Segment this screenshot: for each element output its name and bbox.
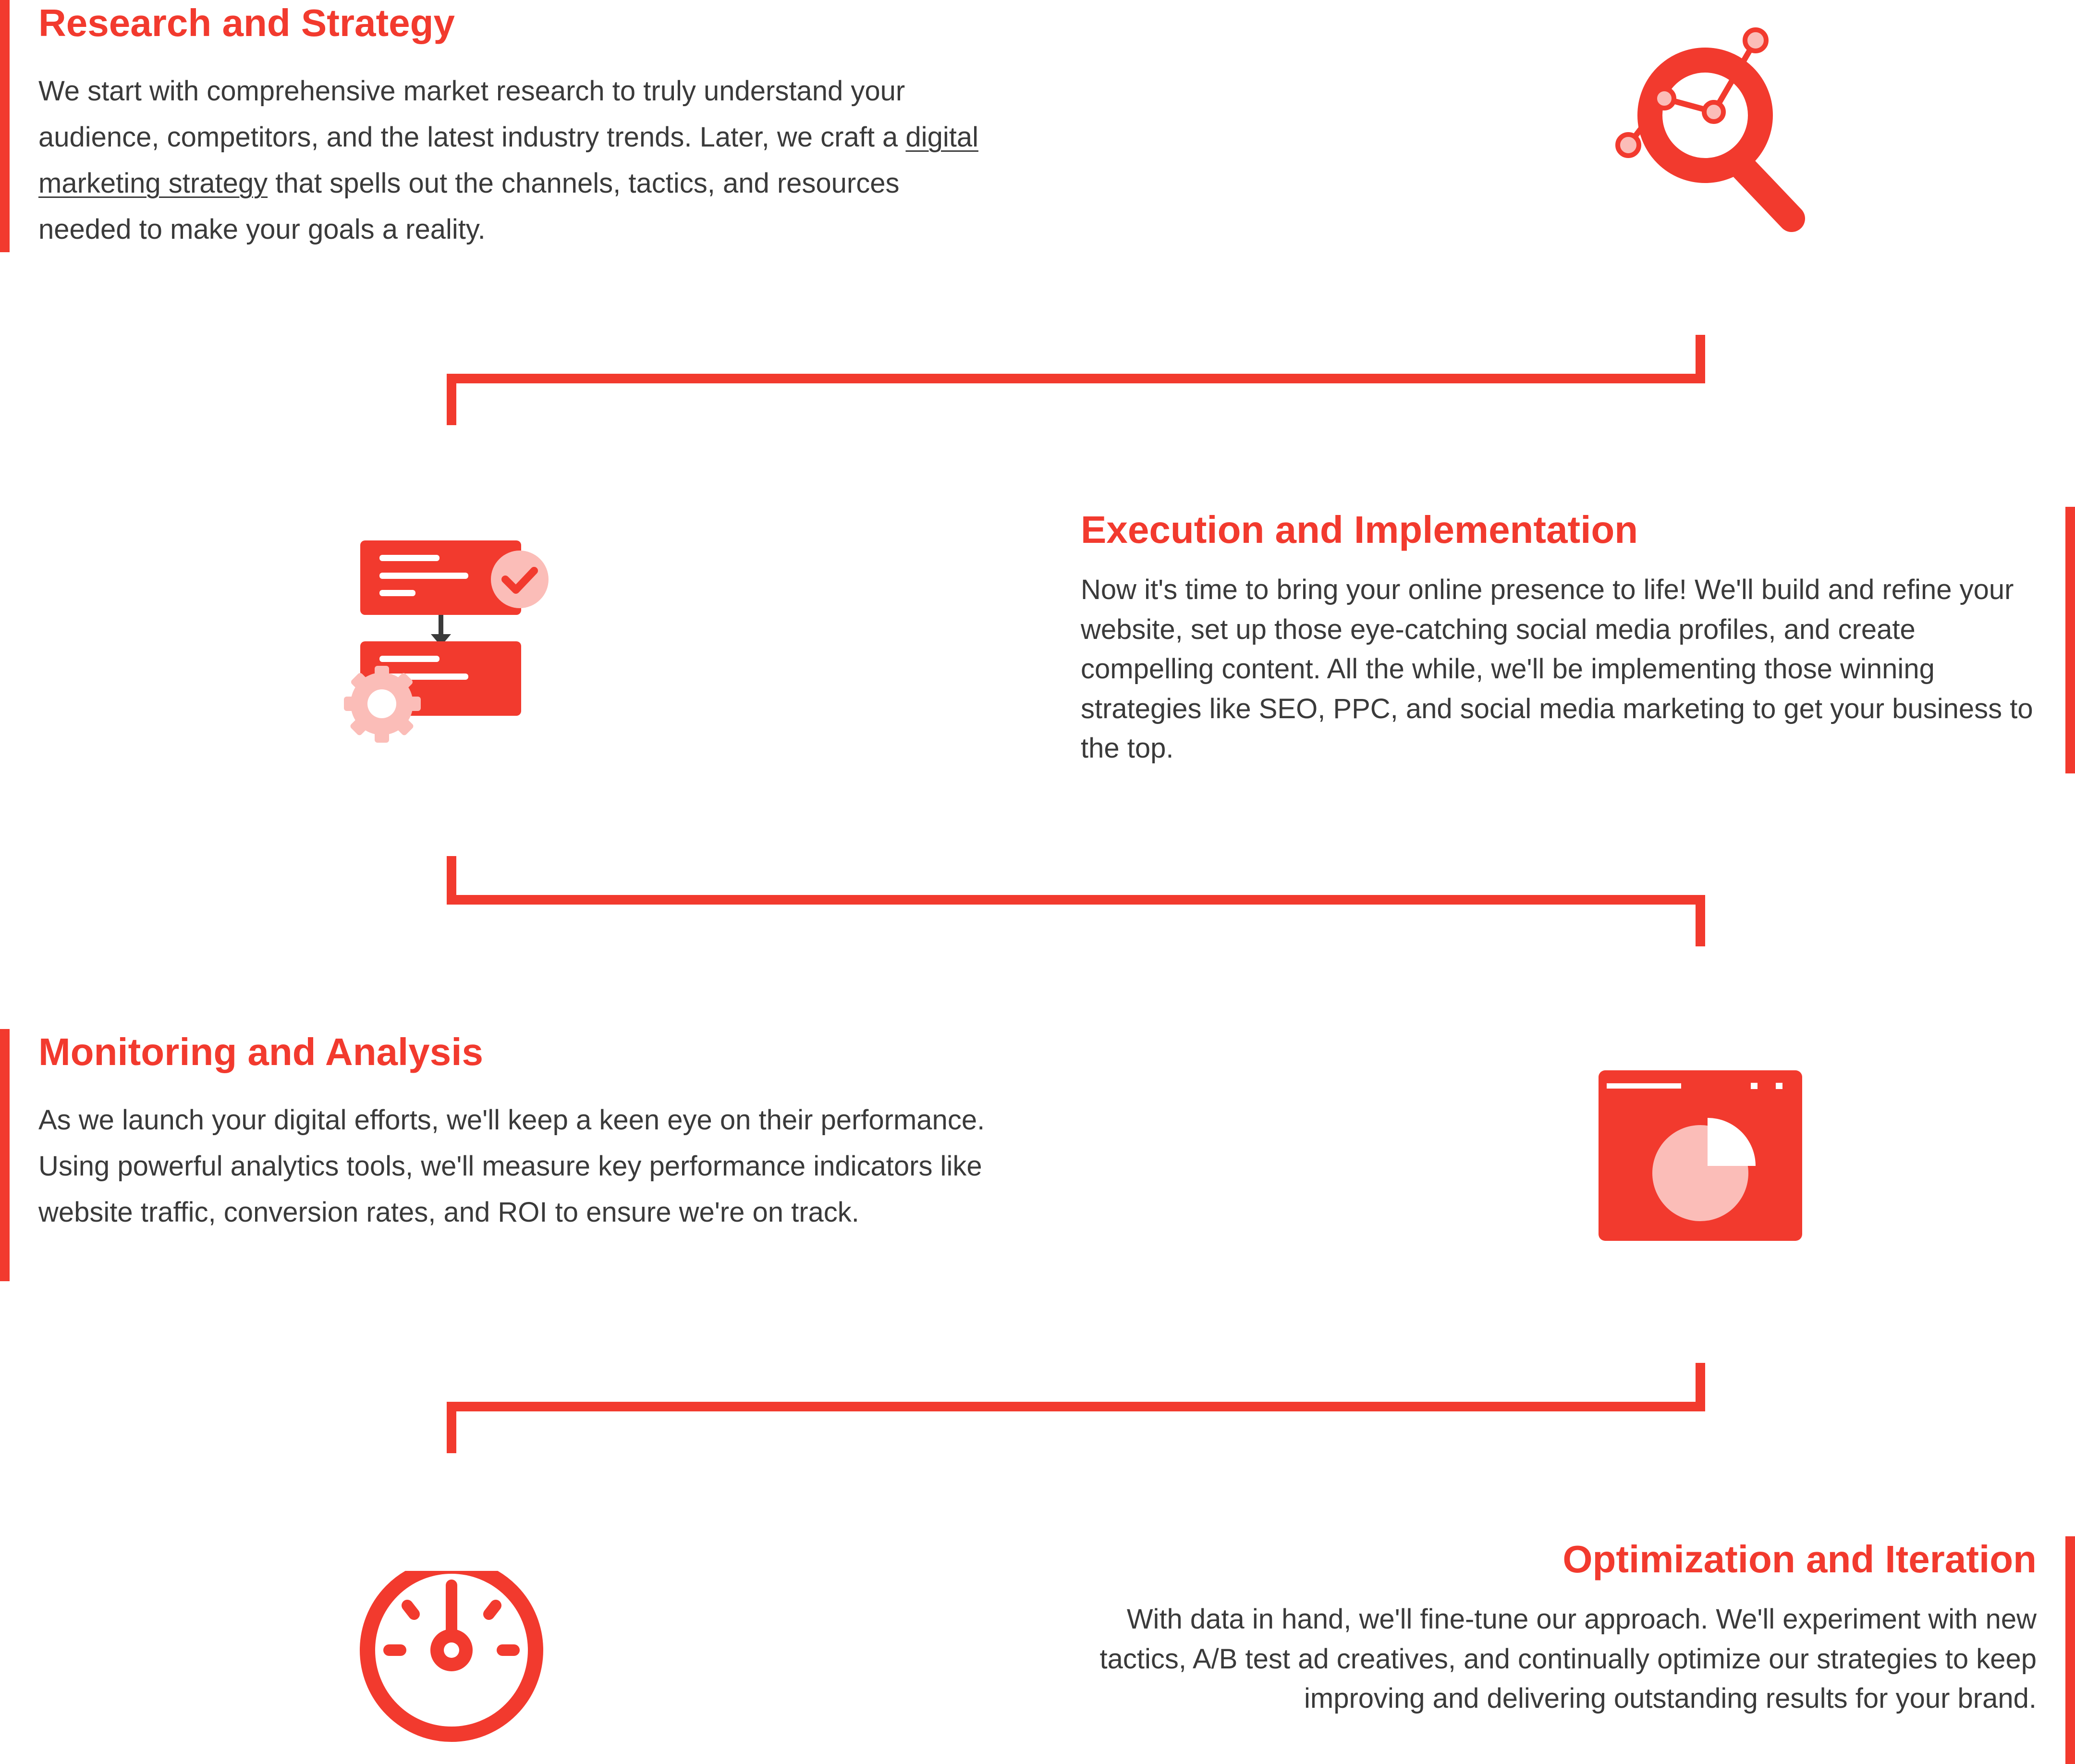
step-2-accent-bar (2065, 507, 2075, 773)
workflow-gear-icon (344, 540, 549, 743)
step-4-accent-bar (2065, 1536, 2075, 1764)
step-body: With data in hand, we'll fine-tune our a… (1099, 1604, 2037, 1714)
step-body: As we launch your digital efforts, we'll… (38, 1104, 985, 1228)
step-title: Execution and Implementation (1081, 508, 1638, 551)
step-4-text: Optimization and Iteration With data in … (1081, 1536, 2037, 1719)
step-title: Monitoring and Analysis (38, 1030, 483, 1073)
step-title: Optimization and Iteration (1562, 1538, 2037, 1580)
magnifier-analytics-icon (1615, 27, 1805, 232)
step-3-accent-bar (0, 1029, 10, 1281)
step-body-text: We start with comprehensive market resea… (38, 75, 906, 153)
step-title: Research and Strategy (38, 1, 455, 44)
step-body: Now it's time to bring your online prese… (1081, 574, 2033, 764)
browser-pie-chart-icon (1599, 1070, 1802, 1241)
step-1-accent-bar (0, 0, 10, 252)
speedometer-icon (360, 1571, 543, 1742)
digital-marketing-strategy-link[interactable]: digital marketing strategy (38, 122, 978, 199)
step-2-text: Execution and Implementation Now it's ti… (1081, 507, 2041, 769)
step-body: We start with comprehensive market resea… (38, 68, 999, 253)
step-body-text: that spells out the channels, tactics, a… (38, 168, 900, 245)
step-3-text: Monitoring and Analysis As we launch you… (38, 1029, 999, 1236)
step-1-text: Research and Strategy We start with comp… (38, 0, 999, 253)
